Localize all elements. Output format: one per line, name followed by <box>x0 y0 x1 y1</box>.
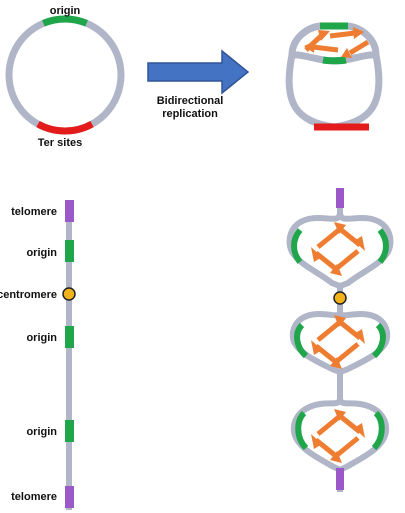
ter-sites-label: Ter sites <box>38 137 82 149</box>
bidirectional-label: Bidirectional <box>157 95 224 107</box>
centromere-dot-replicating <box>333 291 347 305</box>
linear-chromosome: telomere origin centromere origin origin… <box>0 200 76 510</box>
process-arrow: Bidirectional replication <box>147 49 250 120</box>
replicating-circular-chromosome <box>285 22 383 131</box>
centromere-label: centromere <box>0 289 57 301</box>
fork-arrows-bubble-3 <box>311 409 365 463</box>
origin-3-label: origin <box>26 426 57 438</box>
origin-segment <box>42 15 88 27</box>
origin-1-label: origin <box>26 247 57 259</box>
telomere-top-replicating <box>336 188 344 208</box>
circular-dna <box>5 15 125 135</box>
telomere-top-segment <box>65 200 74 222</box>
origin-2-label: origin <box>26 332 57 344</box>
telomere-bottom-replicating <box>336 468 344 490</box>
fork-arrows-circular <box>304 27 370 58</box>
replicating-linear-chromosome <box>286 188 394 492</box>
telomere-top-label: telomere <box>11 206 57 218</box>
telomere-bottom-segment <box>65 486 74 508</box>
replication-label: replication <box>162 108 218 120</box>
origin-2-segment <box>65 326 74 348</box>
circular-chromosome: origin Ter sites <box>5 5 125 149</box>
ter-segment <box>36 120 94 135</box>
telomere-bottom-label: telomere <box>11 491 57 503</box>
origin-3-segment <box>65 420 74 442</box>
centromere-dot <box>62 287 76 301</box>
fork-arrows-bubble-1 <box>311 222 365 276</box>
origin-1-segment <box>65 240 74 262</box>
replication-bubble-2 <box>289 310 391 376</box>
origin-label-circular: origin <box>50 5 81 17</box>
origin-bottom-strand <box>322 56 347 65</box>
replication-bubble-3 <box>290 397 390 474</box>
replication-bubble-1 <box>286 211 394 290</box>
